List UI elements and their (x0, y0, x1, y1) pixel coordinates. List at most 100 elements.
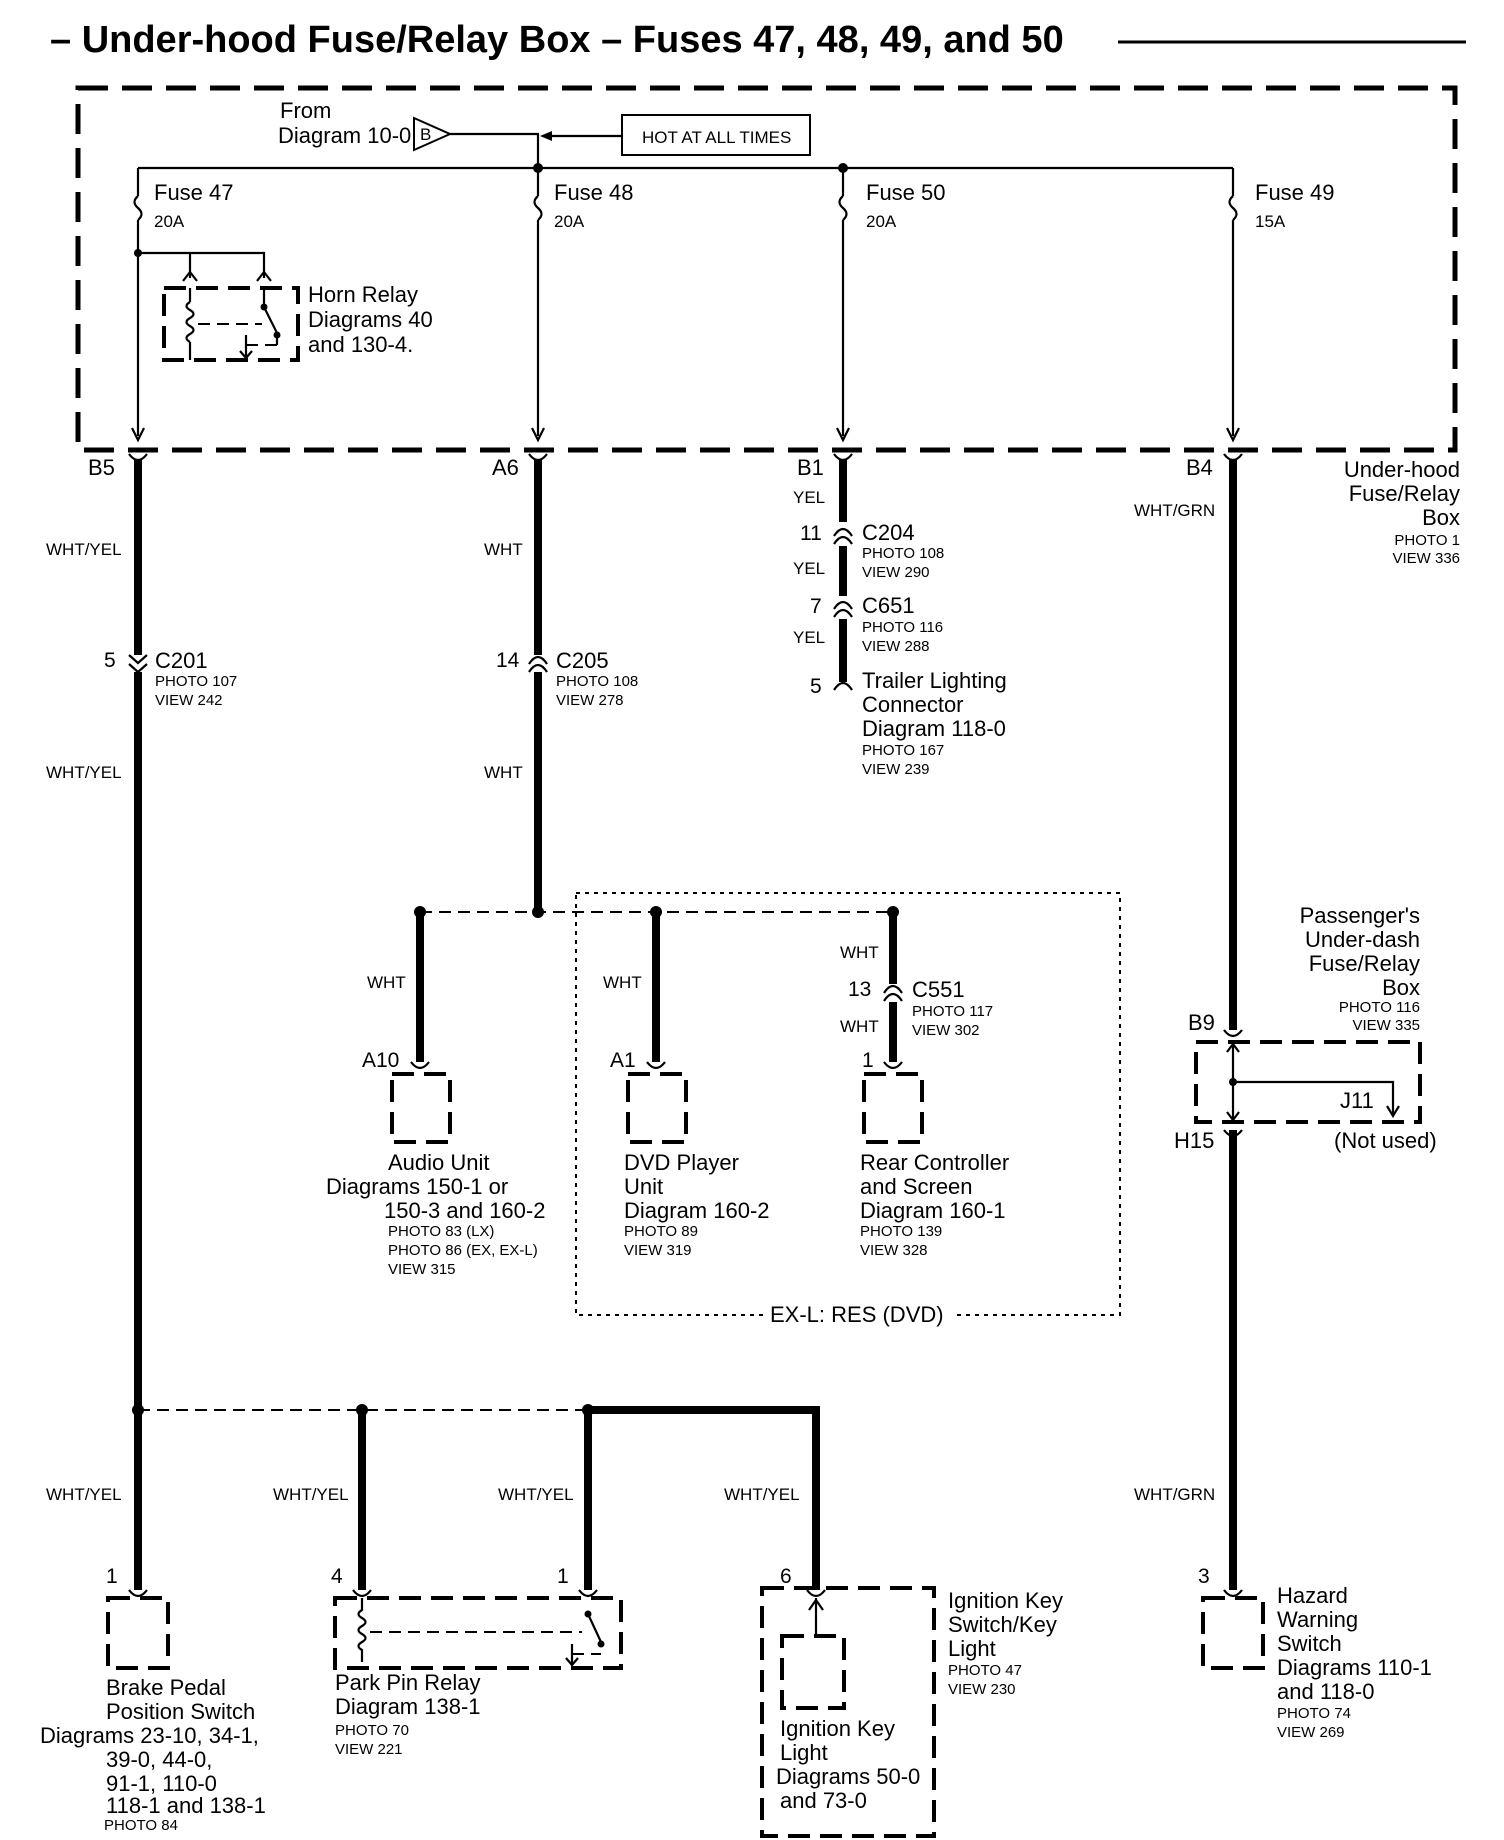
brake-pin: 1 (106, 1565, 118, 1588)
passenger-box-out-terminal: H15 (1174, 1128, 1214, 1153)
c201-connector-mark (128, 654, 148, 674)
hazard-label-4: Diagrams 110-1 (1277, 1655, 1432, 1680)
audio-pin: A10 (362, 1049, 399, 1072)
terminal-a6: A6 (492, 455, 519, 480)
ignition-inner-3: Diagrams 50-0 (776, 1764, 920, 1789)
c205-photo: PHOTO 108 (556, 673, 638, 690)
fuse-47-name: Fuse 47 (154, 180, 234, 205)
trailer-label-2: Connector (862, 692, 964, 717)
j11-branch (1233, 1080, 1395, 1114)
ignition-inner-4: and 73-0 (780, 1788, 867, 1813)
rear-connector-mark (883, 1061, 903, 1070)
underhood-box-label-3: Box (1422, 505, 1460, 530)
passenger-box-arrow-bottom (1226, 1111, 1240, 1122)
audio-label-1: Audio Unit (388, 1150, 490, 1175)
fuse-49-rating: 15A (1255, 212, 1286, 231)
c205-view: VIEW 278 (556, 692, 624, 709)
source-wire (450, 132, 540, 168)
fuse-49-name: Fuse 49 (1255, 180, 1335, 205)
ignition-inner-2: Light (780, 1740, 828, 1765)
brake-label-6: 118-1 and 138-1 (106, 1793, 266, 1818)
audio-label-2: Diagrams 150-1 or (326, 1174, 508, 1199)
horn-relay-coil (185, 301, 195, 343)
hazard-label-5: and 118-0 (1277, 1679, 1374, 1704)
c551-view: VIEW 302 (912, 1022, 980, 1039)
rear-label-2: and Screen (860, 1174, 973, 1199)
c551-pin: 13 (848, 978, 871, 1001)
brake-label-3: Diagrams 23-10, 34-1, (40, 1723, 259, 1748)
park-relay-switch (587, 1613, 602, 1643)
horn-relay-feed (138, 251, 266, 278)
fuse-48-arrow (531, 427, 545, 443)
rear-wire-color-2: WHT (840, 1017, 879, 1036)
ignition-pin: 6 (780, 1565, 792, 1588)
b5-wire-color-2: WHT/YEL (46, 763, 122, 782)
passenger-box-label-4: Box (1382, 975, 1420, 1000)
park-pin-b: 1 (557, 1565, 569, 1588)
horn-relay-label-3: and 130-4. (308, 332, 413, 357)
ignition-switch-box (760, 1586, 936, 1838)
horn-relay-fork (182, 270, 198, 282)
park-relay-coil (357, 1598, 367, 1662)
park-connector-mark-a (352, 1589, 372, 1598)
underhood-fuse-box-outline (75, 85, 1458, 453)
brake-wire-color: WHT/YEL (46, 1485, 122, 1504)
hazard-pin: 3 (1198, 1565, 1210, 1588)
dvd-label-1: DVD Player (624, 1150, 739, 1175)
dvd-label-3: Diagram 160-2 (624, 1198, 770, 1223)
passenger-box-in-mark (1223, 1029, 1243, 1038)
b1-wire-color-1: YEL (793, 488, 825, 507)
c204-pin: 11 (800, 522, 822, 545)
passenger-box-arrow-top (1226, 1042, 1240, 1053)
c201-pin: 5 (104, 649, 116, 672)
terminal-b4-mark (1223, 453, 1243, 462)
trailer-view: VIEW 239 (862, 761, 930, 778)
park-pin-a: 4 (331, 1565, 343, 1588)
horn-relay-fork (256, 270, 272, 282)
ignition-view: VIEW 230 (948, 1681, 1016, 1698)
b5-wire-color-1: WHT/YEL (46, 540, 122, 559)
c204-connector-mark (833, 527, 853, 545)
terminal-b1: B1 (797, 455, 824, 480)
c651-connector-mark (833, 600, 853, 618)
dvd-unit-box (626, 1072, 688, 1144)
b4-wire-color-2: WHT/GRN (1134, 1485, 1215, 1504)
hazard-connector-mark (1223, 1589, 1243, 1598)
dvd-option-box (575, 892, 1121, 1316)
fuse-48-symbol (533, 195, 543, 221)
passenger-box-photo: PHOTO 116 (1339, 999, 1420, 1016)
dvd-photo: PHOTO 89 (624, 1223, 698, 1240)
trailer-label-1: Trailer Lighting (862, 668, 1007, 693)
fuse-50-arrow (836, 427, 850, 443)
ignition-label-1: Ignition Key (948, 1588, 1063, 1613)
park-label-1: Park Pin Relay (335, 1670, 481, 1695)
underhood-box-label-1: Under-hood (1344, 457, 1460, 482)
a6-split-junction (532, 906, 544, 918)
hazard-view: VIEW 269 (1277, 1724, 1345, 1741)
trailer-pin: 5 (810, 675, 822, 698)
park-connector-mark-b (578, 1589, 598, 1598)
passenger-fuse-box (1194, 1040, 1422, 1124)
b5-split-junction (132, 1404, 144, 1416)
horn-relay-ground (239, 350, 253, 360)
ignition-light-box (780, 1634, 846, 1710)
fuse-47-rating: 20A (154, 212, 185, 231)
terminal-b5-mark (128, 453, 148, 462)
fuse-49-symbol (1228, 195, 1238, 221)
c551-photo: PHOTO 117 (912, 1003, 993, 1020)
hot-at-all-times-label: HOT AT ALL TIMES (642, 128, 791, 147)
c201-name: C201 (155, 648, 208, 673)
park-relay-box (333, 1596, 623, 1670)
terminal-b1-mark (833, 453, 853, 462)
park-label-2: Diagram 138-1 (335, 1694, 481, 1719)
brake-label-1: Brake Pedal (106, 1675, 226, 1700)
passenger-box-in-terminal: B9 (1188, 1010, 1215, 1035)
park-view: VIEW 221 (335, 1741, 403, 1758)
c204-name: C204 (862, 520, 915, 545)
rear-view: VIEW 328 (860, 1242, 928, 1259)
fuse-49-arrow (1226, 427, 1240, 443)
c205-name: C205 (556, 648, 609, 673)
audio-photo-1: PHOTO 83 (LX) (388, 1223, 494, 1240)
ignition-wire-color: WHT/YEL (724, 1485, 800, 1504)
brake-switch-box (106, 1596, 170, 1670)
